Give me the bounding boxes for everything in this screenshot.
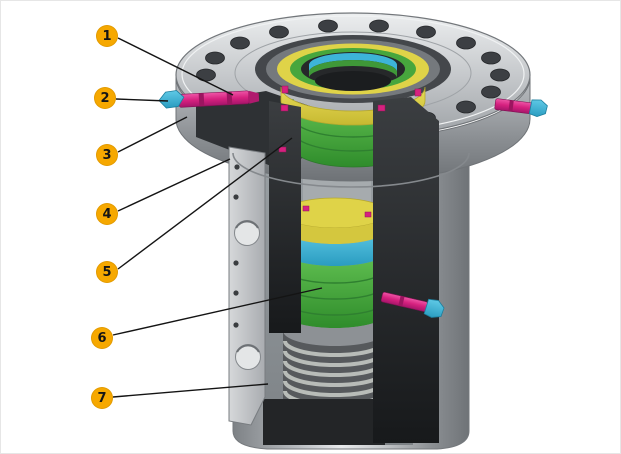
leader-line-1 (117, 37, 234, 96)
screw-head-icon (423, 298, 445, 318)
lower-green-band (283, 251, 387, 328)
lock-screw-right (494, 98, 548, 118)
callout-5-label: 5 (102, 264, 112, 280)
lower-gray-band (283, 313, 387, 346)
inner-green-ring (309, 60, 397, 78)
lower-seal-stack (263, 197, 388, 445)
thread-lines (283, 340, 387, 407)
leader-line-2 (115, 98, 169, 102)
inner-cyan-ring (309, 53, 397, 72)
lower-yellow-band (283, 213, 387, 244)
seal-markers (278, 85, 422, 218)
lock-screw-lower-right (380, 291, 445, 318)
screw-head-icon (158, 90, 185, 109)
leader-line-6 (112, 287, 323, 336)
right-section-wall (373, 97, 439, 443)
leader-lines (112, 37, 323, 398)
leader-line-7 (112, 383, 269, 398)
callout-1-label: 1 (102, 28, 112, 44)
callout-1: 1 (96, 25, 118, 47)
bottom-section-face (263, 399, 385, 445)
side-bracket-plate (228, 146, 266, 426)
lower-cyan-band (283, 229, 387, 266)
callout-4: 4 (96, 203, 118, 225)
leader-line-5 (117, 137, 293, 270)
section-walls (269, 97, 439, 443)
bore-interior (315, 71, 391, 91)
center-bore (255, 35, 451, 103)
callout-6-label: 6 (97, 330, 107, 346)
leader-line-3 (117, 116, 188, 153)
callout-2-label: 2 (100, 90, 110, 106)
lock-screw-upper-left (158, 90, 260, 109)
screw-head-icon (528, 99, 548, 118)
leader-line-4 (117, 158, 231, 212)
left-section-wall (269, 101, 301, 333)
callout-2: 2 (94, 87, 116, 109)
callout-7: 7 (91, 387, 113, 409)
callout-7-label: 7 (97, 390, 107, 406)
callout-3: 3 (96, 144, 118, 166)
callout-3-label: 3 (102, 147, 112, 163)
callout-4-label: 4 (102, 206, 112, 222)
body-shoulder-line (232, 152, 470, 188)
callout-5: 5 (96, 261, 118, 283)
callout-6: 6 (91, 327, 113, 349)
bracket-bolts (233, 164, 240, 328)
